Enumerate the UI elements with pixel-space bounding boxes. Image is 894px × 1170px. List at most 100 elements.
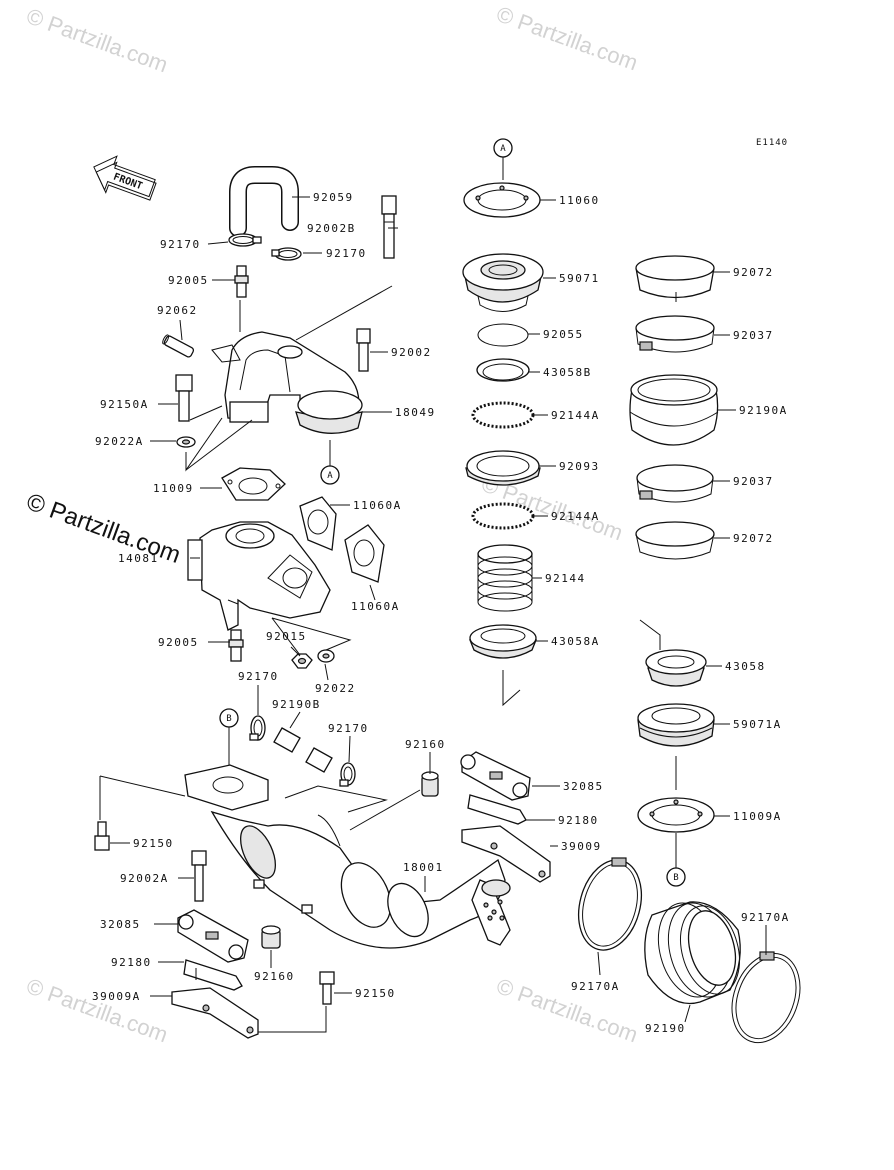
label-11009: 11009: [153, 482, 194, 495]
label-92180-bottom: 92180: [111, 956, 152, 969]
bracket-39009-icon: [461, 825, 551, 883]
label-92170a-right: 92170A: [741, 911, 790, 924]
label-92022a: 92022A: [95, 435, 144, 448]
callout-a-bottom: A: [320, 465, 340, 485]
gasket-11060a-top-icon: [299, 496, 337, 551]
label-92005-top: 92005: [168, 274, 209, 287]
callout-b-bottom: B: [666, 867, 686, 887]
label-92150a: 92150A: [100, 398, 149, 411]
watermark-top-right: © Partzilla.com: [493, 1, 641, 75]
bracket-32085-bottom-icon: [177, 909, 249, 963]
label-92093: 92093: [559, 460, 600, 473]
label-92190b: 92190B: [272, 698, 321, 711]
label-92150: 92150: [133, 837, 174, 850]
pin-92062-icon: [162, 334, 195, 358]
label-59071: 59071: [559, 272, 600, 285]
bushing-92160-bottom-icon: [261, 925, 281, 949]
watermark-bottom-left: © Partzilla.com: [23, 973, 171, 1047]
boot-92190-icon: [644, 901, 741, 1005]
gasket-11060a-bottom-icon: [344, 524, 385, 583]
manifold-14081-icon: [187, 521, 331, 631]
label-92059: 92059: [313, 191, 354, 204]
elbow-18049-icon: [211, 331, 363, 434]
label-32085-bottom: 32085: [100, 918, 141, 931]
housing-59071a-icon: [637, 703, 715, 747]
svg-text:A: A: [500, 144, 506, 154]
clamp-92170-right-icon: [271, 247, 302, 261]
label-11009a: 11009A: [733, 810, 782, 823]
bushing-92160-top-icon: [421, 771, 439, 797]
label-92002b: 92002B: [307, 222, 356, 235]
seat-43058-icon: [645, 649, 707, 687]
label-11060: 11060: [559, 194, 600, 207]
label-92144a-top: 92144A: [551, 409, 600, 422]
label-92170-mid2: 92170: [328, 722, 369, 735]
seat-43058b-icon: [476, 358, 530, 382]
label-92180-top: 92180: [558, 814, 599, 827]
plate-92180-bottom-icon: [183, 959, 243, 991]
label-11060a-bottom: 11060A: [351, 600, 400, 613]
label-14081: 14081: [118, 552, 159, 565]
clamp-92170a-right-icon: [731, 951, 801, 1044]
housing-59071-icon: [462, 253, 544, 312]
label-92170-left: 92170: [160, 238, 201, 251]
label-43058a: 43058A: [551, 635, 600, 648]
clamp-92170-mid2-icon: [339, 762, 356, 787]
bolt-92002b-icon: [381, 195, 397, 259]
label-43058: 43058: [725, 660, 766, 673]
hose-92059-icon: [229, 166, 299, 237]
band-92072-top-icon: [635, 255, 715, 302]
clamp-92037-bottom-icon: [636, 464, 714, 503]
spring-92144a-bottom-icon: [471, 502, 535, 530]
clamp-92170a-left-icon: [578, 857, 642, 951]
callout-b-top: B: [219, 708, 239, 728]
washer-92022a-icon: [176, 436, 196, 448]
label-39009: 39009: [561, 840, 602, 853]
label-92144a-bottom: 92144A: [551, 510, 600, 523]
label-92037-bottom: 92037: [733, 475, 774, 488]
seat-43058a-icon: [469, 624, 537, 659]
watermark-dark: © Partzilla.com: [23, 488, 184, 569]
label-92160-top: 92160: [405, 738, 446, 751]
label-92170a-left: 92170A: [571, 980, 620, 993]
part-labels: 92059 92002B 92170 92170 92005 92062 920…: [92, 191, 790, 1035]
fitting-92005-top-icon: [234, 265, 249, 298]
label-92005-bottom: 92005: [158, 636, 199, 649]
front-arrow-icon: FRONT: [93, 155, 157, 201]
label-92170-mid1: 92170: [238, 670, 279, 683]
label-92002a: 92002A: [120, 872, 169, 885]
label-92002: 92002: [391, 346, 432, 359]
plate-92180-top-icon: [467, 794, 527, 825]
label-39009a: 39009A: [92, 990, 141, 1003]
bracket-39009a-icon: [171, 987, 259, 1039]
leader-lines: [99, 196, 767, 1033]
callout-a-top: A: [493, 138, 513, 158]
nut-92015-icon: [291, 653, 313, 669]
bracket-32085-top-icon: [460, 751, 531, 801]
label-43058b: 43058B: [543, 366, 592, 379]
label-92150-bottom: 92150: [355, 987, 396, 1000]
gasket-11009a-icon: [637, 797, 715, 833]
muffler-18001-icon: [184, 764, 511, 949]
label-11060a-top: 11060A: [353, 499, 402, 512]
fitting-92005-bottom-icon: [228, 629, 244, 662]
label-92062: 92062: [157, 304, 198, 317]
label-92170-right: 92170: [326, 247, 367, 260]
label-92144: 92144: [545, 572, 586, 585]
washer-92022-icon: [317, 649, 335, 663]
label-92190: 92190: [645, 1022, 686, 1035]
label-92160-bottom: 92160: [254, 970, 295, 983]
label-92190a: 92190A: [739, 404, 788, 417]
boot-92190a-icon: [629, 374, 719, 446]
spring-92144a-top-icon: [471, 401, 535, 429]
gasket-11060-icon: [463, 182, 541, 218]
oring-92055-icon: [477, 323, 529, 347]
clamp-92170-mid1-icon: [249, 715, 266, 741]
washer-92093-icon: [465, 450, 541, 486]
bolt-92002-icon: [356, 328, 371, 372]
label-92037-top: 92037: [733, 329, 774, 342]
bolt-92002a-icon: [191, 850, 207, 902]
label-18049: 18049: [395, 406, 436, 419]
label-92072-bottom: 92072: [733, 532, 774, 545]
